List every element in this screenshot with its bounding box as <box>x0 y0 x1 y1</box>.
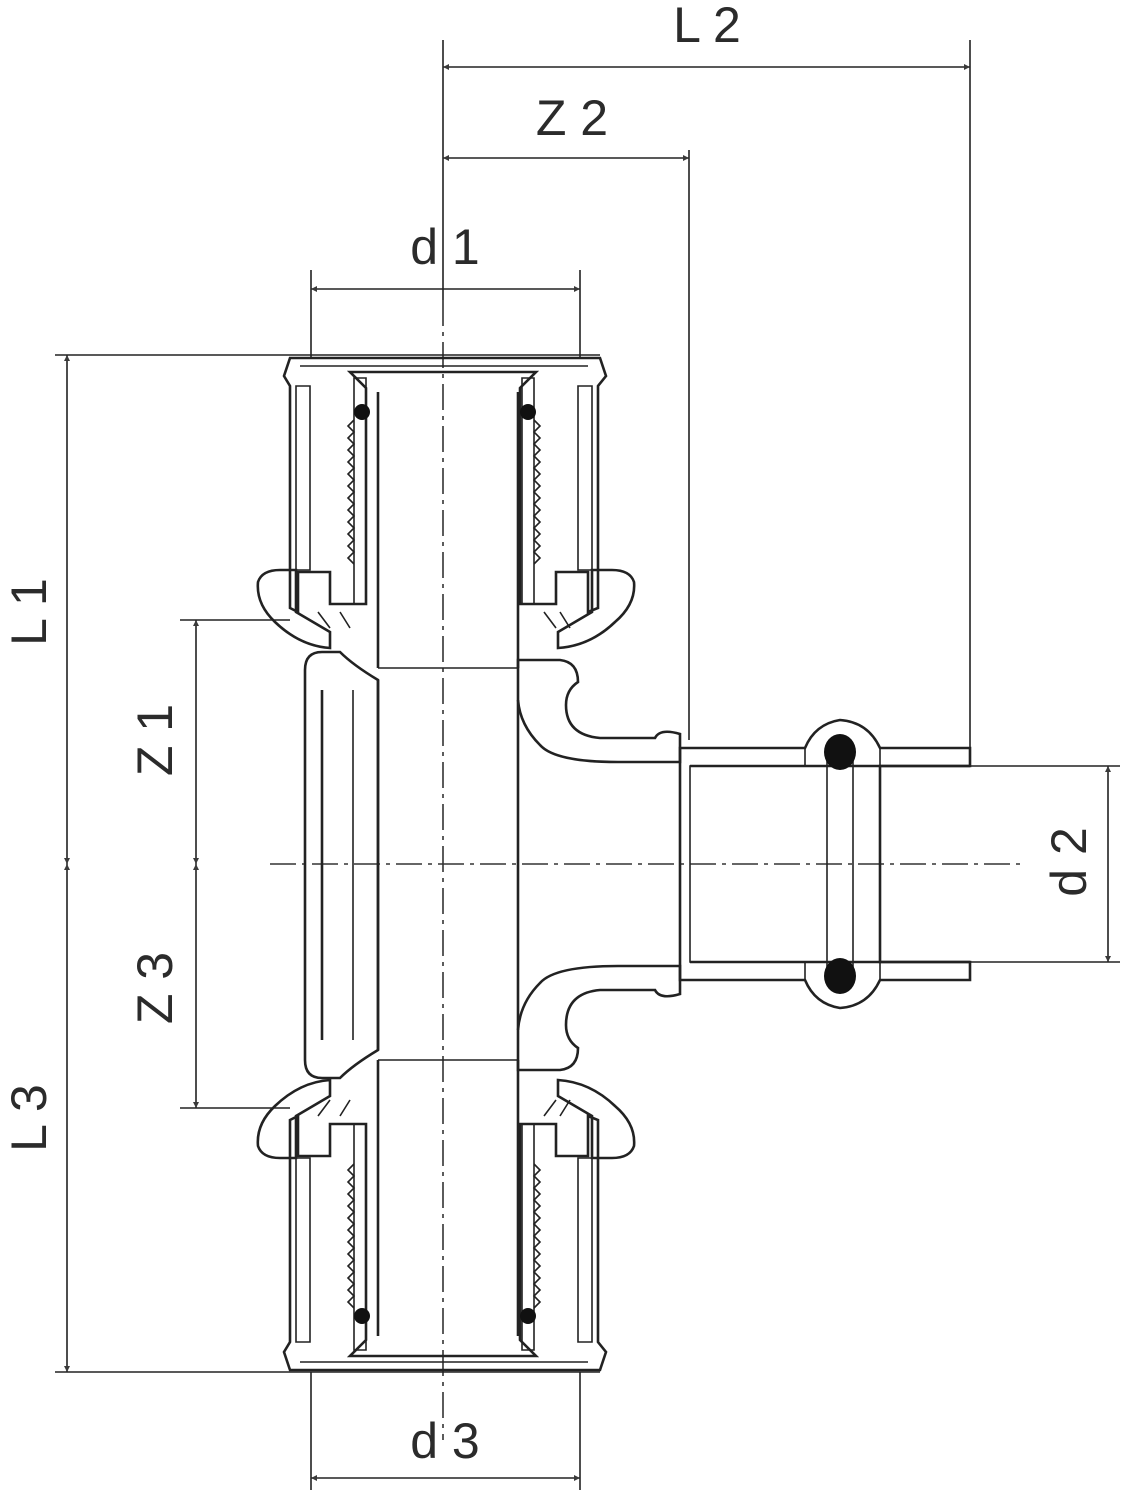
label-d3: d 3 <box>410 1413 480 1469</box>
dimension-labels: L 2 Z 2 d 1 d 3 L 1 Z 1 Z 3 L 3 d 2 <box>1 0 1097 1469</box>
label-z1: Z 1 <box>127 704 183 776</box>
label-l1: L 1 <box>1 578 57 646</box>
branch-socket-right <box>678 718 972 1010</box>
label-z2: Z 2 <box>536 90 608 146</box>
o-ring-seal-bottom <box>824 958 856 994</box>
label-l3: L 3 <box>1 1084 57 1152</box>
label-z3: Z 3 <box>127 952 183 1024</box>
press-ring-top-right <box>556 568 636 650</box>
dimension-lines <box>64 64 1111 1481</box>
extension-lines <box>55 40 1120 1490</box>
seal-ring-top-left <box>354 404 370 420</box>
center-lines <box>270 300 1020 1440</box>
seal-ring-top-right <box>520 404 536 420</box>
press-connector-top <box>256 356 636 668</box>
tee-body <box>303 650 682 1080</box>
label-d2: d 2 <box>1041 827 1097 897</box>
o-ring-seal-top <box>824 734 856 770</box>
label-d1: d 1 <box>410 219 480 275</box>
press-connector-bottom <box>256 1060 636 1372</box>
label-l2: L 2 <box>673 0 741 53</box>
press-ring-top-left <box>256 568 332 650</box>
